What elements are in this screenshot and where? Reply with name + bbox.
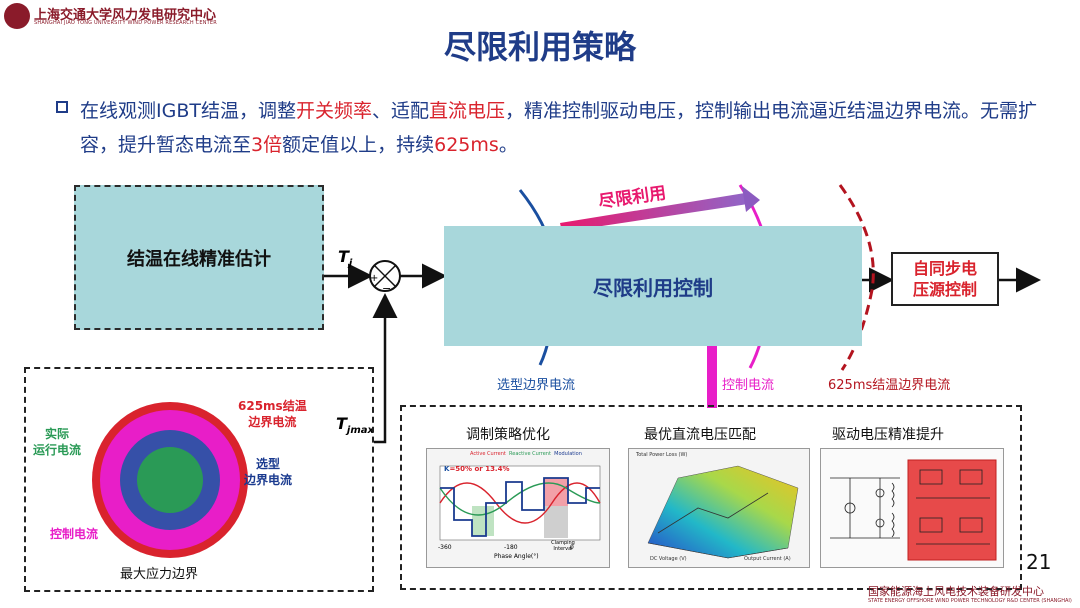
magenta-connector <box>707 340 717 408</box>
tj-sub: j <box>348 258 353 270</box>
stress-circles <box>92 402 248 558</box>
tjmax-sub: jmax <box>346 425 374 437</box>
self-sync-voltage-source-block: 自同步电压源控制 <box>891 252 999 306</box>
tjmax-main: T <box>336 414 347 433</box>
optimization-box <box>400 405 1022 590</box>
footer-cn: 国家能源海上风电技术装备研发中心 <box>868 585 1044 598</box>
k-clamp-label: K=50% or 13.4% <box>444 465 509 473</box>
stress-selection-label: 选型边界电流 <box>244 456 292 488</box>
625ms-boundary-label: 625ms结温边界电流 <box>828 378 951 393</box>
stress-625-line1: 625ms结温 <box>238 399 307 413</box>
circle-actual <box>137 447 203 513</box>
dc-voltage-surface <box>647 465 799 559</box>
bullet-part: 额定值以上，持续 <box>282 134 435 156</box>
surface-xlabel: DC Voltage (V) <box>650 556 687 562</box>
tj-label: Tj <box>338 247 352 269</box>
stress-sel-line2: 边界电流 <box>244 473 293 487</box>
x-tick-1: -360 <box>438 544 452 551</box>
bullet-part: ，精准控制驱动电压，控制输出电流逼近结温边界电流。无需扩容，提升暂态电流至 <box>80 100 1038 156</box>
slide-title: 尽限利用策略 <box>443 28 636 66</box>
voltage-line1: 自同步电 <box>912 259 977 278</box>
stress-sel-line1: 选型 <box>256 457 281 471</box>
svg-text:−: − <box>382 282 391 295</box>
max-stress-boundary-box <box>24 367 374 592</box>
bullet-square-icon <box>56 101 68 113</box>
utilization-control-block: 尽限利用控制 <box>444 226 862 346</box>
logo-en-text: SHANGHAI JIAO TONG UNIVERSITY WIND POWER… <box>34 20 217 26</box>
stress-caption: 最大应力边界 <box>120 567 199 582</box>
x-tick-3: 0 <box>570 544 574 551</box>
driver-circuit <box>830 459 997 561</box>
legend-reactive: Reactive Current <box>509 451 551 457</box>
bullet-part: 。 <box>498 134 518 156</box>
utilization-arrow <box>560 193 748 232</box>
junction-temp-estimation-block: 结温在线精准估计 <box>74 185 324 330</box>
sjtu-logo <box>4 3 30 29</box>
arrow-tjmax-feedback <box>372 293 398 444</box>
stress-actual-line1: 实际 <box>45 427 70 441</box>
bullet-highlight-switch-freq: 开关频率 <box>295 100 372 122</box>
modulation-plot <box>439 465 601 541</box>
bullet-highlight-dc-voltage: 直流电压 <box>429 100 506 122</box>
subtitle-modulation: 调制策略优化 <box>466 427 550 443</box>
footer-en: STATE ENERGY OFFSHORE WIND POWER TECHNOL… <box>868 598 1072 604</box>
bullet-text: 在线观测IGBT结温，调整开关频率、适配直流电压，精准控制驱动电压，控制输出电流… <box>80 94 1060 162</box>
bullet-highlight-3x: 3倍 <box>251 134 283 156</box>
stress-actual-label: 实际运行电流 <box>33 426 81 458</box>
legend-modulation: Modulation <box>554 451 582 457</box>
curve-625ms-boundary <box>838 184 875 371</box>
modulation-legend: Active Current Reactive Current Modulati… <box>470 451 582 457</box>
control-current-label: 控制电流 <box>722 378 775 393</box>
logo-cn-text: 上海交通大学风力发电研究中心 <box>34 8 217 23</box>
tj-main: T <box>338 247 349 266</box>
stress-actual-line2: 运行电流 <box>33 443 82 457</box>
k-values: =50% or 13.4% <box>449 465 510 473</box>
page-number: 21 <box>1026 550 1052 574</box>
subtitle-drive-voltage: 驱动电压精准提升 <box>832 427 944 443</box>
stress-625-line2: 边界电流 <box>248 415 297 429</box>
voltage-line2: 压源控制 <box>912 280 977 299</box>
clamping-interval-label: Clamping Interval <box>551 540 575 552</box>
bullet-part: 、适配 <box>371 100 429 122</box>
surface-xlabel2: Output Current (A) <box>744 556 791 562</box>
svg-text:+: + <box>370 273 378 284</box>
surface-ylabel: Total Power Loss (W) <box>636 452 688 458</box>
bullet-highlight-625ms: 625ms <box>434 134 499 156</box>
x-tick-2: -180 <box>504 544 518 551</box>
k-main: K <box>444 465 450 473</box>
selection-boundary-label: 选型边界电流 <box>497 378 576 393</box>
stress-control-label: 控制电流 <box>50 527 99 541</box>
stress-625ms-label: 625ms结温边界电流 <box>238 398 307 430</box>
bullet-part: 在线观测IGBT结温，调整 <box>80 100 296 122</box>
phase-angle-label: Phase Angle(°) <box>494 553 539 560</box>
subtitle-dc-voltage: 最优直流电压匹配 <box>644 427 756 443</box>
legend-active: Active Current <box>470 451 506 457</box>
tjmax-label: Tjmax <box>336 414 374 436</box>
